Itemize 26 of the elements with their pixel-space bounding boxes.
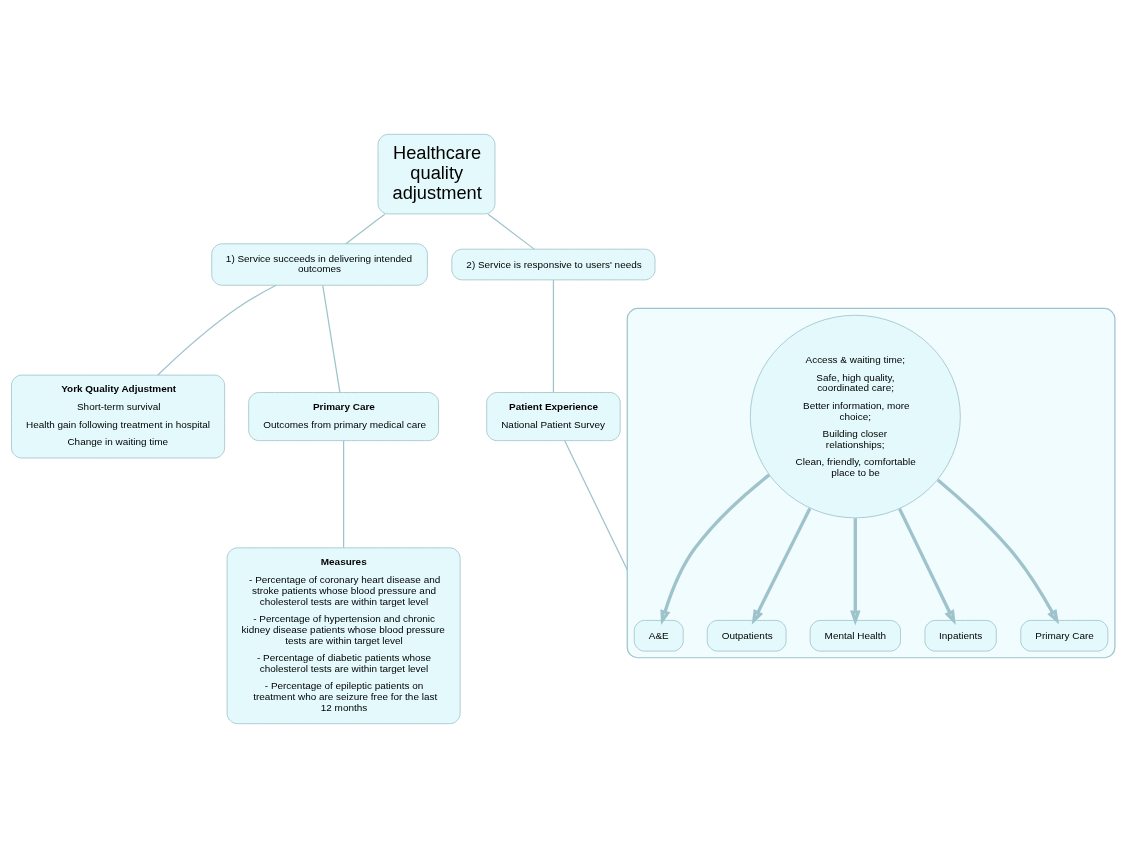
connector	[343, 439, 345, 548]
connector	[322, 284, 341, 393]
cluster	[626, 307, 1116, 658]
node-box: York Quality Adjustment Short-term survival Health gain following treatment in hospital Change in waiting time	[11, 374, 226, 458]
connector	[552, 278, 555, 393]
arrow	[850, 517, 861, 625]
node-box: Outpatients	[706, 619, 787, 652]
arrow	[751, 507, 812, 625]
connector	[564, 439, 628, 570]
connector	[157, 284, 277, 376]
node-box: Patient Experience National Patient Survey	[486, 391, 621, 441]
arrow	[898, 507, 956, 625]
connector	[345, 213, 386, 244]
node-box: Primary Care Outcomes from primary medical care	[248, 391, 439, 441]
node-box: Healthcare quality adjustment	[377, 133, 496, 214]
arrow	[660, 473, 771, 625]
node-box: 2) Service is responsive to users' needs	[451, 248, 656, 280]
node-box: Mental Health	[809, 619, 901, 652]
node-box: A&E	[633, 619, 684, 652]
node-box: Inpatients	[924, 619, 997, 652]
arrow	[936, 478, 1060, 625]
node-box: Primary Care	[1020, 619, 1109, 652]
node-circle: Access & waiting time; Safe, high quality, coordinated care; Better information, more choice; Building closer relationships; Clean, friendly, comfortable place to be	[749, 314, 961, 518]
connector	[487, 213, 535, 250]
node-box: 1) Service succeeds in delivering intended outcomes	[211, 242, 428, 286]
node-box: Measures - Percentage of coronary heart disease and stroke patients whose blood pressure and cholesterol tests are within target level - Percentage of hypertension and chronic kidney disease patients whose blood pressure tests are within target level - Percentage of diabetic patients whose cholesterol tests are within target level - Percentage of epileptic patients on treatment who are seizure free for the last 12 months	[226, 546, 461, 724]
